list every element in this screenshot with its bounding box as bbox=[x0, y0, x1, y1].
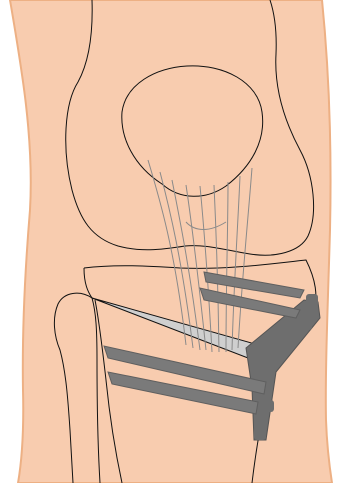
plate-tab-low bbox=[262, 400, 274, 412]
plate-tab-mid bbox=[300, 318, 312, 330]
leg-skin bbox=[10, 0, 332, 483]
plate-tab-bottom bbox=[254, 428, 266, 440]
plate-tab-top bbox=[306, 294, 318, 306]
